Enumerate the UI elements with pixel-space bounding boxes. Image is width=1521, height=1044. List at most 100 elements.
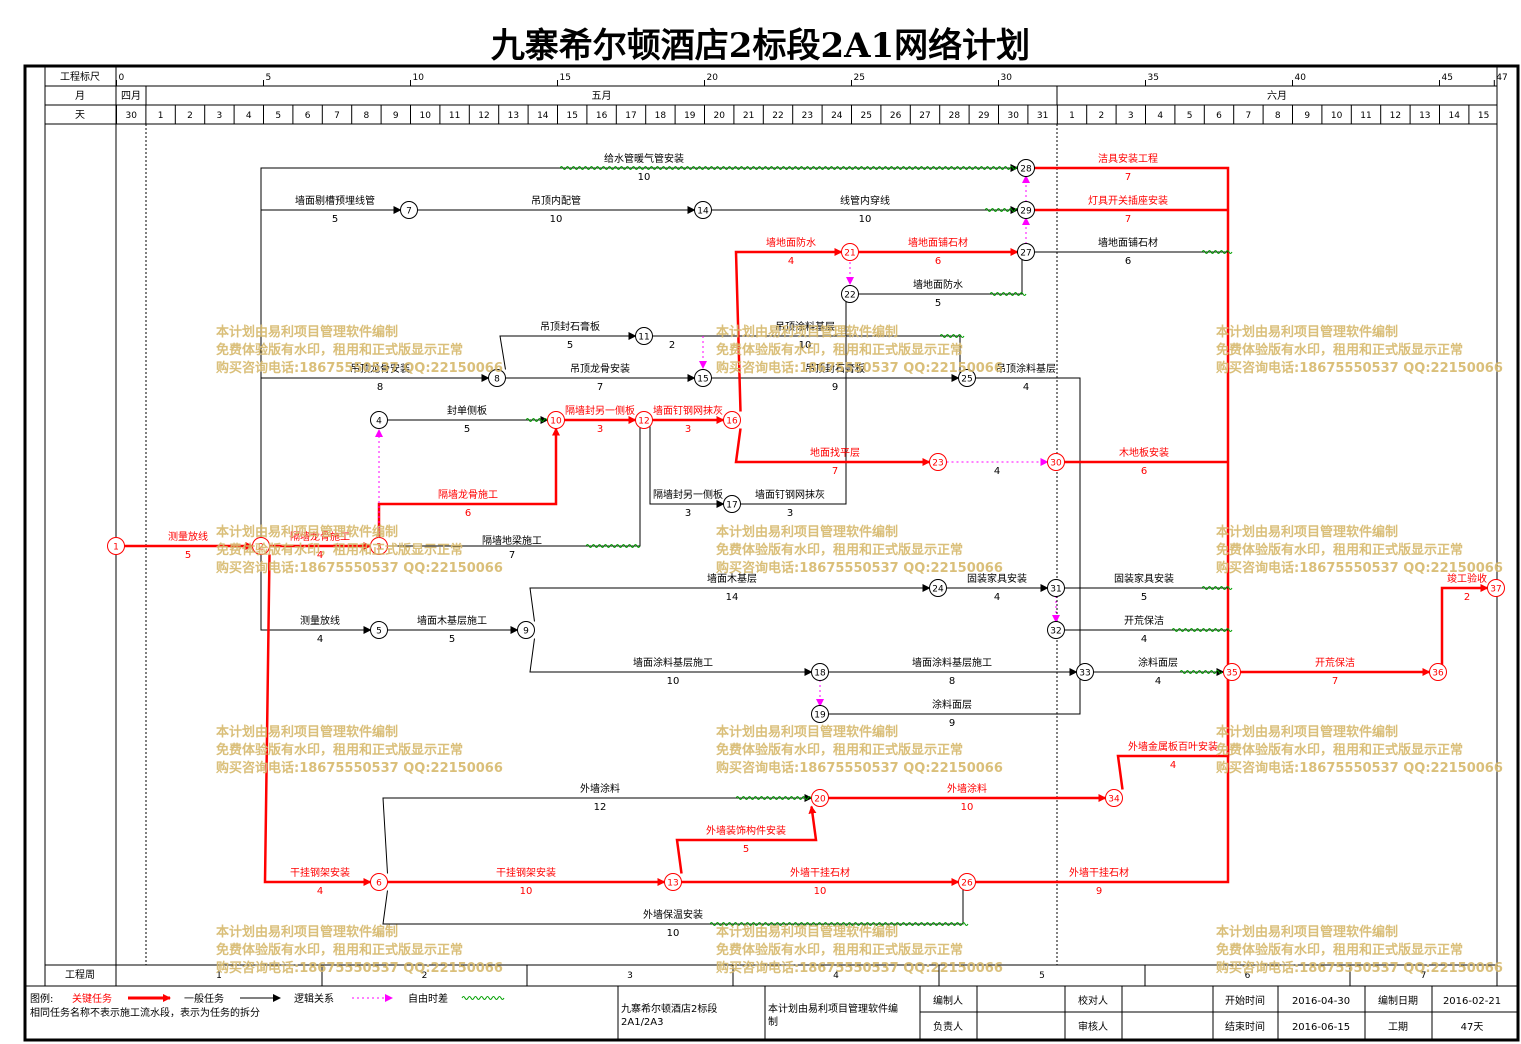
node [694,201,712,219]
task-name: 隔墙封另一侧板 [565,404,635,417]
node-label: 11 [638,333,649,343]
node-label: 2 [258,543,264,553]
week-cell: 1 [216,971,222,981]
task-name: 给水管暖气管安装 [604,152,684,165]
node-label: 25 [961,375,972,385]
footer-date: 2016-02-21 [1443,996,1501,1007]
task-duration: 5 [1141,592,1147,603]
scale-tick: 15 [560,73,571,83]
node [1017,201,1035,219]
task-name: 地面找平层 [810,446,860,459]
task-duration: 10 [859,214,872,225]
task-duration: 4 [788,256,794,267]
watermark-line: 免费体验版有水印，租用和正式版显示正常 [216,542,463,558]
task-arrow [975,377,1081,672]
watermark-line: 购买咨询电话:18675550537 QQ:22150066 [1216,360,1503,376]
task-name: 开荒保洁 [1124,614,1164,627]
scale-tick: 0 [119,73,125,83]
scale-tick: 5 [266,73,272,83]
day-cell: 7 [1246,111,1252,121]
free-float-wave [585,544,641,548]
task-duration: 2 [669,340,675,351]
day-cell: 20 [713,111,725,121]
task-name: 外墙涂料 [947,782,987,795]
day-cell: 23 [802,111,813,121]
day-cell: 25 [860,111,871,121]
day-cell: 4 [1157,111,1163,121]
node [547,411,565,429]
week-cell: 2 [422,971,428,981]
day-cell: 31 [1037,111,1048,121]
watermark-line: 购买咨询电话:18675550537 QQ:22150066 [716,960,1003,976]
task-duration: 9 [1096,886,1102,897]
task-name: 外墙保温安装 [643,908,703,921]
watermark-line: 免费体验版有水印，租用和正式版显示正常 [216,342,463,358]
watermark-line: 购买咨询电话:18675550537 QQ:22150066 [716,760,1003,776]
week-label: 工程周 [65,969,95,981]
node-label: 23 [932,459,943,469]
task-name: 墙地面铺石材 [1098,236,1158,249]
free-float-wave [984,208,1022,212]
day-cell: 3 [217,111,223,121]
node [1105,789,1123,807]
day-cell: 27 [919,111,930,121]
scale-tick: 20 [707,73,719,83]
task-duration: 7 [832,466,838,477]
task-name: 墙面涂料基层施工 [633,656,713,669]
task-arrow [529,638,813,676]
task-duration: 6 [935,256,941,267]
node [517,621,535,639]
node [958,873,976,891]
node-label: 33 [1079,669,1090,679]
node [723,411,741,429]
task-arrow [499,332,637,370]
free-float-wave [461,996,505,1000]
watermark-line: 购买咨询电话:18675550537 QQ:22150066 [216,560,503,576]
node-label: 36 [1432,669,1444,679]
task-duration: 10 [667,928,680,939]
node-label: 7 [406,207,412,217]
node [400,201,418,219]
task-duration: 6 [465,508,471,519]
day-cell: 13 [1419,111,1430,121]
task-arrow [675,805,818,874]
free-float-wave [735,796,815,800]
task-duration: 9 [949,718,955,729]
node-label: 6 [376,879,382,889]
day-cell: 24 [831,111,843,121]
task-duration: 10 [814,886,827,897]
day-cell: 16 [596,111,608,121]
free-float-wave [989,292,1027,296]
task-duration: 10 [638,172,651,183]
watermark-line: 免费体验版有水印，租用和正式版显示正常 [1216,942,1463,958]
scale-tick: 25 [854,73,865,83]
node [929,579,947,597]
task-name: 封单侧板 [447,404,487,417]
task-name: 隔墙龙骨施工 [438,488,498,501]
task-duration: 10 [520,886,533,897]
task-name: 固装家具安装 [1114,572,1174,585]
task-duration: 5 [185,550,191,561]
node-label: 34 [1108,795,1120,805]
task-duration: 10 [550,214,563,225]
node-label: 32 [1050,627,1061,637]
day-cell: 11 [449,111,460,121]
watermark-line: 本计划由易利项目管理软件编制 [716,924,898,940]
task-arrow [382,882,964,925]
legend-label: 图例: [30,992,53,1005]
day-cell: 28 [949,111,961,121]
node-label: 37 [1490,585,1501,595]
day-cell: 5 [1187,111,1193,121]
node-label: 3 [376,543,382,553]
task-duration: 10 [961,802,974,813]
task-name: 墙面剔槽预埋线管 [295,194,375,207]
node [929,453,947,471]
free-float-wave [1201,586,1233,590]
day-cell: 11 [1360,111,1371,121]
footer-checker: 校对人 [1078,994,1108,1007]
task-arrow [260,554,372,634]
task-arrow [975,672,1230,884]
task-arrow [260,164,1019,538]
node-label: 13 [667,879,678,889]
